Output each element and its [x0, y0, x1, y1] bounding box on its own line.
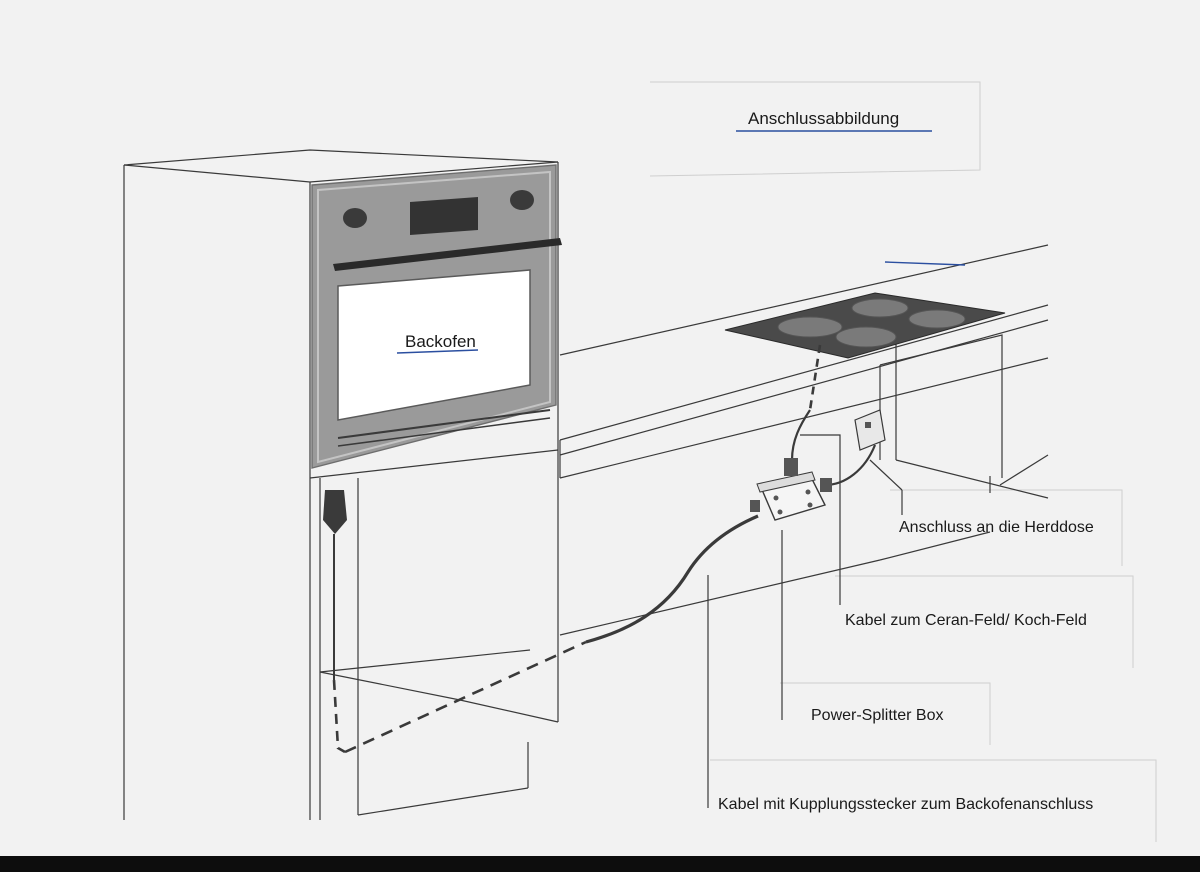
hob-outlet-label: Anschluss an die Herddose [899, 519, 1094, 536]
oven [311, 164, 562, 469]
oven-cable-label: Kabel mit Kupplungsstecker zum Backofena… [718, 796, 1094, 813]
oven-display [410, 197, 478, 235]
leader-lines [707, 434, 903, 808]
burner-2 [851, 298, 909, 318]
oven-knob-left [343, 208, 367, 228]
scan-bottom-edge [0, 856, 1200, 872]
burner-3 [908, 309, 966, 329]
power-splitter-box [750, 458, 832, 521]
cables [332, 344, 877, 754]
oven-knob-right [510, 190, 534, 210]
plug-icon [323, 490, 347, 680]
cooktop [724, 292, 1006, 359]
annotation-boxes [649, 81, 1157, 842]
wall-socket-icon [854, 409, 886, 451]
cooktop-cable-label: Kabel zum Ceran-Feld/ Koch-Feld [845, 612, 1087, 629]
burner-1 [777, 316, 843, 338]
burner-4 [835, 326, 897, 348]
oven-handle [333, 238, 562, 271]
oven-label: Backofen [405, 332, 476, 351]
splitter-box-label: Power-Splitter Box [811, 707, 944, 724]
oven-window [337, 269, 531, 421]
tall-cabinet [123, 149, 559, 820]
diagram-title: Anschlussabbildung [748, 109, 900, 128]
oven-label-underline [396, 349, 479, 354]
